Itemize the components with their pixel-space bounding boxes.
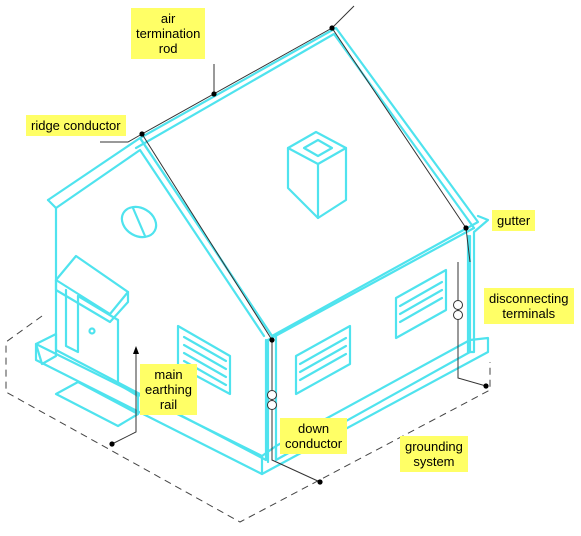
label-down-conductor: down conductor (280, 418, 348, 454)
house-outline (34, 26, 490, 476)
label-air-termination-rod: air termination rod (131, 8, 206, 59)
roof-ridge-edge (134, 32, 476, 230)
porch (34, 254, 140, 428)
label-main-earthing-rail: main earthing rail (140, 364, 197, 415)
disconnect-terminal (453, 310, 463, 320)
disconnect-terminal (267, 400, 277, 410)
attic-window (120, 205, 158, 239)
main-earthing-rail-line (111, 352, 137, 445)
conductors (100, 5, 489, 485)
roof-edge-conductor (331, 27, 471, 263)
chimney (286, 130, 348, 220)
label-disconnecting-terminals: disconnecting terminals (484, 288, 574, 324)
grounding-loop (5, 315, 491, 523)
side-window-2 (394, 268, 448, 340)
disconnect-terminal (453, 300, 463, 310)
disconnect-terminal (267, 390, 277, 400)
side-window-1 (294, 324, 352, 396)
label-gutter: gutter (492, 210, 536, 231)
label-grounding-system: grounding system (400, 436, 468, 472)
gutter-pipe (466, 214, 490, 354)
label-ridge-conductor: ridge conductor (26, 115, 126, 136)
